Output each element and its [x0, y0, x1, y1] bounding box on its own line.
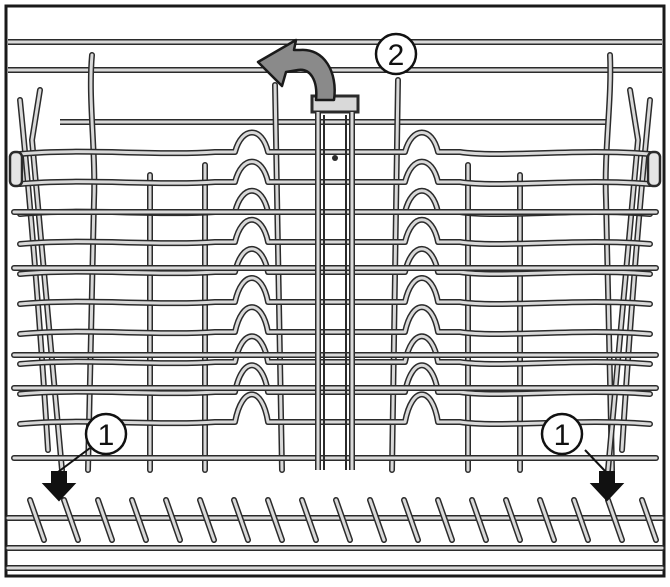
- prong-fill: [606, 498, 624, 542]
- tine-row-fill: [18, 363, 652, 396]
- tine-row-fill: [18, 334, 652, 366]
- tine-row: [17, 333, 653, 367]
- right-pivot: [646, 150, 662, 188]
- tine-row: [17, 217, 653, 247]
- down-arrow-icon: [589, 471, 625, 502]
- callout-1-left-label: 1: [98, 419, 115, 452]
- prong-fill: [368, 498, 386, 542]
- prong-fill: [28, 498, 46, 542]
- left-pivot: [8, 150, 24, 188]
- prong-fill: [640, 498, 658, 542]
- callout-2: 2: [374, 32, 418, 76]
- tine-row-fill: [18, 392, 652, 426]
- prong-fill: [538, 498, 556, 542]
- callout-1-right-label: 1: [554, 419, 571, 452]
- prong-fill: [300, 498, 318, 542]
- prong-fill: [470, 498, 488, 542]
- prong-fill: [266, 498, 284, 542]
- callout-1-left: 1: [84, 412, 128, 456]
- rack-horizontal-bars: [11, 209, 659, 461]
- callout-1-right: 1: [540, 412, 584, 456]
- prong-fill: [334, 498, 352, 542]
- left-arrow-guide: [57, 447, 91, 473]
- flip-arrow-icon: [256, 38, 336, 102]
- prong-fill: [436, 498, 454, 542]
- tine-row-fill: [18, 247, 652, 276]
- prong-fill: [130, 498, 148, 542]
- prong-fill: [402, 498, 420, 542]
- prong-fill: [504, 498, 522, 542]
- rack-back-top: [8, 39, 662, 125]
- prong-fill: [164, 498, 182, 542]
- tine-row-fill: [18, 131, 652, 156]
- tine-row-fill: [18, 218, 652, 246]
- vertical-wire-fill: [604, 53, 614, 472]
- prong-fill: [96, 498, 114, 542]
- tine-row-fill: [18, 276, 652, 306]
- callout-2-label: 2: [388, 39, 405, 72]
- vertical-wire-fill: [86, 53, 96, 472]
- frame-border: [4, 4, 666, 578]
- center-clip: [310, 94, 360, 470]
- prong-fill: [572, 498, 590, 542]
- down-arrow-icon: [41, 471, 77, 502]
- prong-fill: [198, 498, 216, 542]
- rack-vertical-wires: [17, 52, 653, 473]
- tine-row-fill: [18, 305, 652, 336]
- tine-row: [17, 304, 653, 337]
- bottom-basket-prongs: [5, 497, 665, 571]
- prong-fill: [232, 498, 250, 542]
- tine-row: [17, 275, 653, 307]
- vertical-wire-fill: [18, 98, 50, 452]
- prong-fill: [62, 498, 80, 542]
- rack-tine-rows: [17, 129, 653, 427]
- tine-row-fill: [18, 160, 652, 186]
- right-arrow-guide: [584, 449, 607, 473]
- vertical-wire-fill: [620, 98, 652, 452]
